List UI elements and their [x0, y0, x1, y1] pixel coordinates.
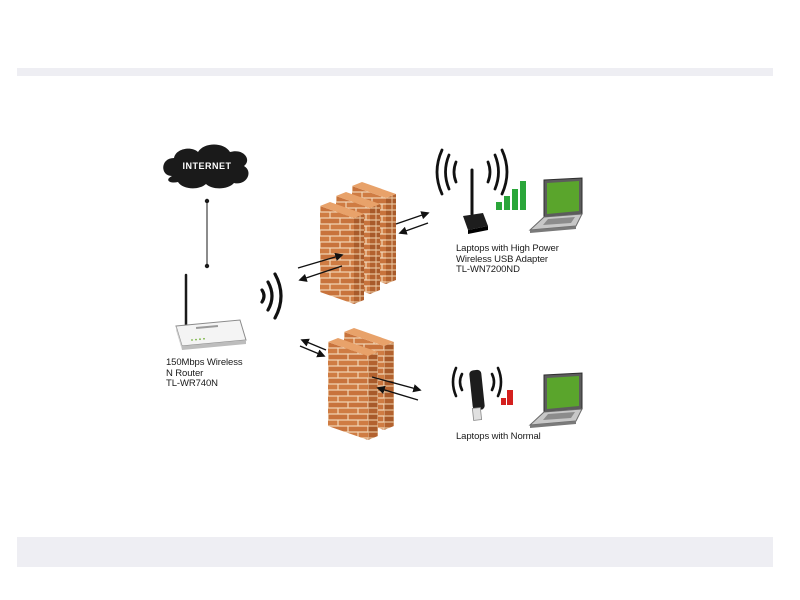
router-label: 150Mbps Wireless N Router TL-WR740N	[166, 357, 243, 390]
brick-wall-lower	[328, 328, 394, 440]
normal-laptop-label: Laptops with Normal	[456, 431, 541, 443]
brick-wall-upper	[320, 182, 396, 304]
high-power-laptop-label: Laptops with High Power Wireless USB Ada…	[456, 243, 559, 276]
high-power-label-line: Wireless USB Adapter	[456, 253, 548, 265]
high-power-signal-icon	[435, 148, 509, 196]
router-label-line: N Router	[166, 367, 204, 379]
internet-label: INTERNET	[183, 161, 232, 171]
normal-signal-icon	[451, 366, 503, 398]
bottom-band	[17, 537, 773, 567]
internet-cloud-icon: INTERNET	[163, 144, 249, 189]
router-signal-icon	[260, 272, 283, 320]
router-icon	[175, 273, 247, 350]
high-power-label-line: TL-WN7200ND	[456, 264, 520, 275]
router-label-line: TL-WR740N	[166, 378, 218, 389]
normal-usb-adapter-icon	[469, 369, 485, 421]
top-band	[17, 68, 773, 76]
router-label-line: 150Mbps Wireless	[166, 357, 243, 368]
laptop-normal-icon	[528, 372, 583, 428]
signal-strength-weak-icon	[501, 390, 513, 405]
signal-strength-strong-icon	[496, 181, 526, 210]
normal-label-line: Laptops with Normal	[456, 431, 541, 442]
high-power-usb-adapter-icon	[463, 168, 488, 234]
internet-connection-line	[204, 198, 210, 269]
high-power-label-line: Laptops with High Power	[456, 243, 559, 254]
laptop-high-power-icon	[528, 177, 583, 233]
signal-arrows	[297, 211, 430, 401]
